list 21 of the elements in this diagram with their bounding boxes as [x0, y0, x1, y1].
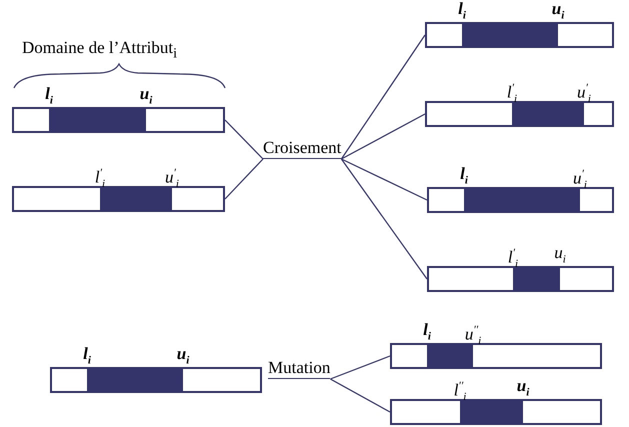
bound-label: u$_{i}$	[176, 345, 190, 368]
domain-label: Domaine de l’Attribut$_{i}$	[22, 38, 178, 62]
bound-label: l$_{i}$	[423, 321, 431, 344]
bound-label: l$_{i}$	[45, 85, 53, 108]
connector-line	[340, 34, 426, 160]
bound-label: l$_{i}$	[460, 165, 468, 188]
operation-label: Croisement	[263, 138, 342, 159]
connector-line	[330, 355, 390, 380]
connector-line	[224, 158, 264, 200]
connector-line	[340, 158, 428, 280]
bound-label: u$_{i}$	[516, 377, 530, 400]
connector-line	[341, 158, 428, 201]
bound-label: l$_{i}$	[83, 345, 91, 368]
connector-line	[330, 378, 390, 413]
bound-label: l$_{i}$	[458, 0, 466, 24]
connector-line	[224, 120, 264, 160]
bound-label: u$_{i}$	[140, 85, 152, 108]
bound-label: u$_{i}$	[554, 244, 566, 268]
operation-label: Mutation	[268, 358, 330, 379]
bound-label: u$_{i}$	[552, 0, 564, 24]
connector-line	[341, 113, 426, 160]
